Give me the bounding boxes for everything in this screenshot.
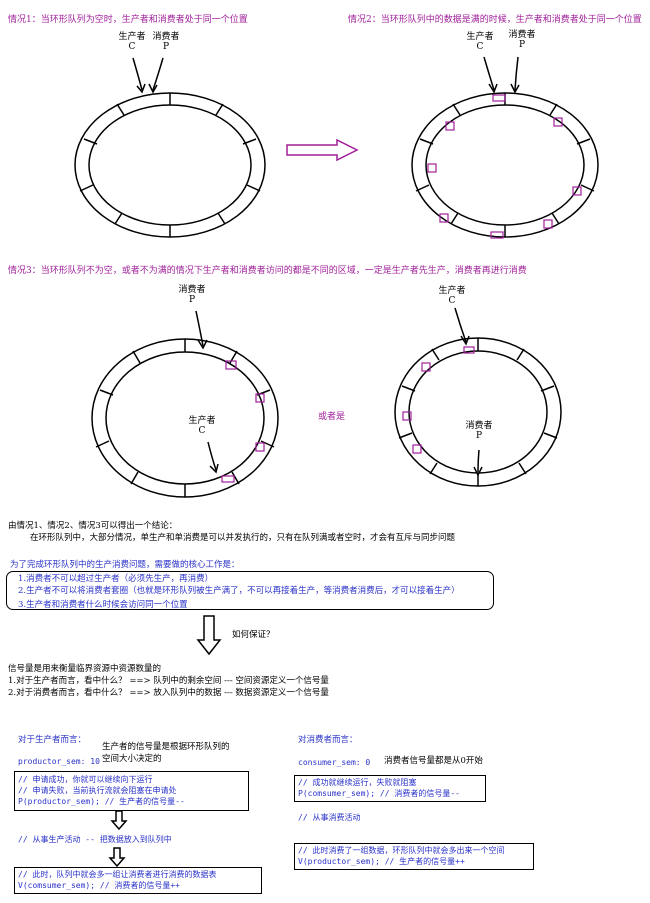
consumer-box-2: [294, 843, 534, 870]
producer-heading: 对于生产者而言：: [18, 735, 87, 745]
core-intro: 为了完成环形队列中的生产消费问题，需要做的核心工作是：: [10, 560, 240, 570]
producer-box-2: [14, 867, 262, 894]
producer-box1-line2: // 申请失败，当前执行流就会阻塞在申请处: [18, 786, 177, 795]
semaphore-line1: 信号量是用来衡量临界资源中资源数量的: [8, 664, 162, 674]
producer-box2-line1: // 此时，队列中就会多一组让消费者进行消费的数据表: [18, 870, 217, 879]
semaphore-line3: 2.对于消费者而言，看中什么？ ==> 放入队列中的数据 --- 数据资源定义一…: [8, 688, 329, 698]
case2-arrows: [483, 56, 520, 94]
case1-arrows: [132, 57, 164, 94]
producer-box-1: [14, 771, 249, 811]
ring-case2: [411, 92, 599, 239]
consumer-note: 消费者信号量都是从0开始: [384, 756, 483, 766]
case2-title: 情况2：当环形队列中的数据是满的时候，生产者和消费者处于同一个位置: [348, 15, 642, 25]
consumer-box2-line1: // 此时消费了一组数据，环形队列中就会多出来一个空间: [298, 846, 505, 855]
producer-box2-line2: V(comsumer_sem); // 消费者的信号量++: [18, 881, 180, 890]
producer-sem: productor_sem: 10: [18, 757, 100, 766]
core-item-1: 1.消费者不可以超过生产者（必须先生产，再消费）: [18, 574, 214, 584]
consumer-box1-line2: P(comsumer_sem); // 消费者的信号量--: [298, 789, 460, 798]
producer-box1-line3: P(productor_sem); // 生产者的信号量--: [18, 797, 185, 806]
case3-left-arrows: [195, 310, 219, 474]
or-text: 或者是: [318, 412, 346, 422]
consumer-box2-line2: V(productor_sem); // 生产者的信号量++: [298, 857, 465, 866]
core-box: [6, 571, 494, 610]
core-item-3: 3.生产者和消费者什么时候会访问同一个位置: [18, 600, 188, 610]
down-arrow-producer-1: [110, 810, 128, 831]
producer-activity: // 从事生产活动 -- 把数据放入到队列中: [18, 835, 172, 844]
consumer-activity: // 从事消费活动: [298, 813, 361, 822]
case3-title: 情况3：当环形队列不为空，或者不为满的情况下生产者和消费者访问的都是不同的区域，…: [8, 266, 527, 276]
consumer-heading: 对消费者而言：: [298, 735, 358, 745]
case1-title: 情况1：当环形队列为空时，生产者和消费者处于同一个位置: [8, 15, 248, 25]
ring-case3-left: [91, 338, 279, 498]
ring-case1: [74, 92, 266, 238]
conclusion-line1: 由情况1、情况2、情况3可以得出一个结论：: [8, 521, 178, 531]
how-question: 如何保证？: [232, 630, 275, 640]
case3-right-arrows: [454, 307, 483, 477]
consumer-box-1: [294, 775, 486, 802]
down-arrow-producer-2: [108, 847, 126, 868]
producer-box1-line1: // 申请成功，你就可以继续向下运行: [18, 775, 153, 784]
down-arrow-how: [196, 615, 222, 656]
core-item-2: 2.生产者不可以将消费者套圈（也就是环形队列被生产满了，不可以再接着生产，等消费…: [18, 586, 460, 596]
consumer-box1-line1: // 成功就继续运行，失败就阻塞: [298, 778, 417, 787]
ring-case3-right: [394, 337, 562, 487]
conclusion-line2: 在环形队列中，大部分情况，单生产和单消费是可以并发执行的，只有在队列满或者空时，…: [30, 533, 456, 543]
producer-note: 生产者的信号量是根据环形队列的空间大小决定的: [102, 742, 230, 764]
consumer-sem: consumer_sem: 0: [298, 758, 371, 767]
transition-arrow: [286, 138, 359, 162]
semaphore-line2: 1.对于生产者而言，看中什么？ ==> 队列中的剩余空间 --- 空间资源定义一…: [8, 676, 329, 686]
